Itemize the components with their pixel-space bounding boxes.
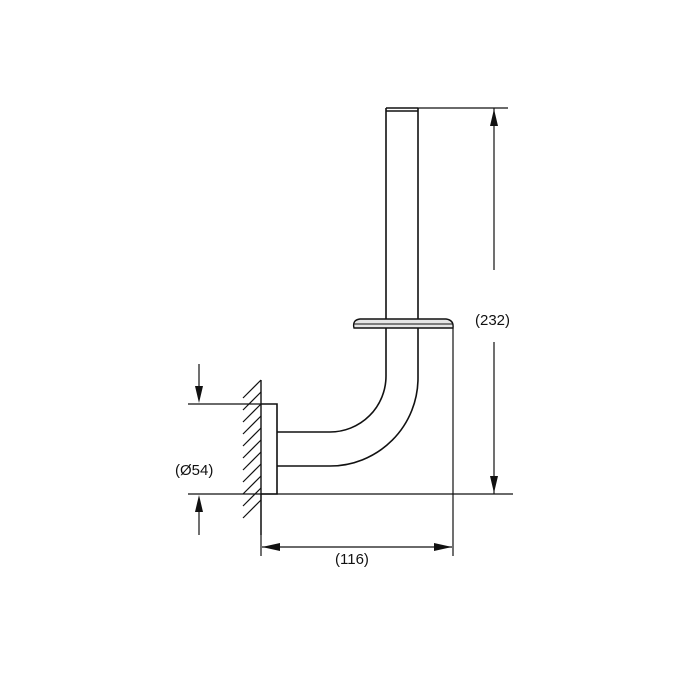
projection-dimension [260, 328, 454, 556]
holder-arm [277, 107, 419, 467]
diameter-dimension [195, 364, 203, 535]
height-dimension [418, 107, 508, 494]
holder-plate [352, 318, 454, 329]
wall-hatching [242, 379, 262, 535]
diameter-dimension-label: (Ø54) [175, 462, 214, 479]
height-dimension-label: (232) [475, 312, 511, 329]
projection-dimension-label: (116) [335, 551, 369, 568]
base-reference-line [188, 403, 513, 495]
wall-rosette [261, 403, 278, 495]
